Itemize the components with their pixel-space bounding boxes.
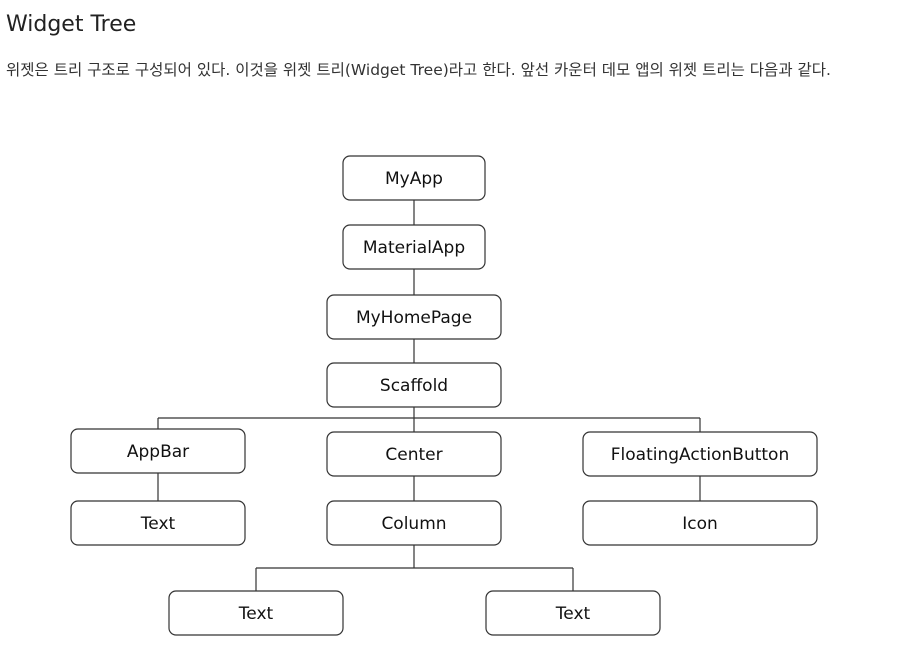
tree-node-label: Center <box>385 445 442 465</box>
tree-node-box <box>485 590 661 636</box>
tree-node-box <box>342 155 486 201</box>
tree-node-label: MaterialApp <box>363 238 465 258</box>
tree-node-scaffold: Scaffold <box>326 362 502 408</box>
tree-node-label: Text <box>238 604 274 624</box>
tree-node-center: Center <box>326 431 502 477</box>
tree-node-box <box>326 362 502 408</box>
tree-node-appbar: AppBar <box>70 428 246 474</box>
tree-node-myhomepage: MyHomePage <box>326 294 502 340</box>
tree-node-label: AppBar <box>127 442 189 462</box>
tree-node-column: Column <box>326 500 502 546</box>
tree-node-box <box>326 500 502 546</box>
tree-node-label: Scaffold <box>380 376 448 396</box>
tree-node-box <box>582 431 818 477</box>
tree-node-box <box>70 428 246 474</box>
tree-node-box <box>326 294 502 340</box>
tree-node-fab: FloatingActionButton <box>582 431 818 477</box>
tree-node-label: Icon <box>682 514 718 534</box>
tree-node-label: MyHomePage <box>356 308 472 328</box>
tree-node-box <box>70 500 246 546</box>
tree-node-column-text-2: Text <box>485 590 661 636</box>
tree-node-materialapp: MaterialApp <box>342 224 486 270</box>
tree-node-box <box>582 500 818 546</box>
tree-node-appbar-text: Text <box>70 500 246 546</box>
tree-node-box <box>326 431 502 477</box>
tree-node-label: Column <box>381 514 446 534</box>
intro-paragraph: 위젯은 트리 구조로 구성되어 있다. 이것을 위젯 트리(Widget Tre… <box>6 61 831 79</box>
tree-node-label: Text <box>555 604 591 624</box>
tree-nodes: MyAppMaterialAppMyHomePageScaffoldAppBar… <box>70 155 818 636</box>
tree-node-box <box>168 590 344 636</box>
tree-node-label: FloatingActionButton <box>611 445 789 465</box>
tree-node-myapp: MyApp <box>342 155 486 201</box>
tree-node-column-text-1: Text <box>168 590 344 636</box>
tree-edges <box>157 200 701 591</box>
tree-node-box <box>342 224 486 270</box>
tree-node-label: MyApp <box>385 169 443 189</box>
tree-node-label: Text <box>140 514 176 534</box>
tree-node-icon: Icon <box>582 500 818 546</box>
page-title: Widget Tree <box>6 12 137 37</box>
